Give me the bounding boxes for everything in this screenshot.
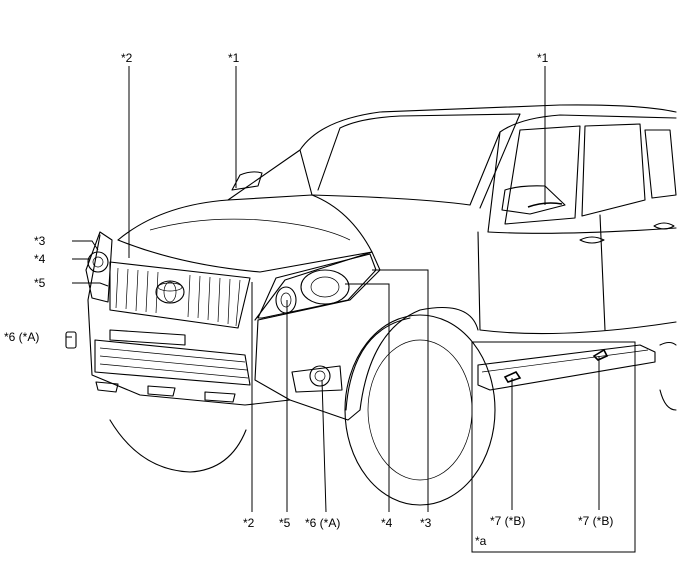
callout-top-1-left: *1 xyxy=(228,51,240,65)
callout-left-3: *3 xyxy=(34,234,46,248)
callout-left-6a: *6 (*A) xyxy=(4,330,39,344)
inset-frame xyxy=(471,341,636,553)
callout-bottom-2: *2 xyxy=(243,516,255,530)
callout-inset-7b-right: *7 (*B) xyxy=(578,514,613,528)
callout-top-1-right: *1 xyxy=(537,51,549,65)
callout-left-5: *5 xyxy=(34,276,46,290)
callout-bottom-4: *4 xyxy=(381,516,393,530)
callout-bottom-3: *3 xyxy=(420,516,432,530)
vehicle-illustration xyxy=(65,104,677,506)
callout-bottom-5: *5 xyxy=(279,516,291,530)
callout-inset-a: *a xyxy=(475,534,487,548)
leader-lines xyxy=(66,66,600,513)
callout-inset-7b-left: *7 (*B) xyxy=(490,514,525,528)
callout-top-2: *2 xyxy=(121,51,133,65)
callout-bottom-6a: *6 (*A) xyxy=(305,516,340,530)
callout-left-4: *4 xyxy=(34,252,46,266)
